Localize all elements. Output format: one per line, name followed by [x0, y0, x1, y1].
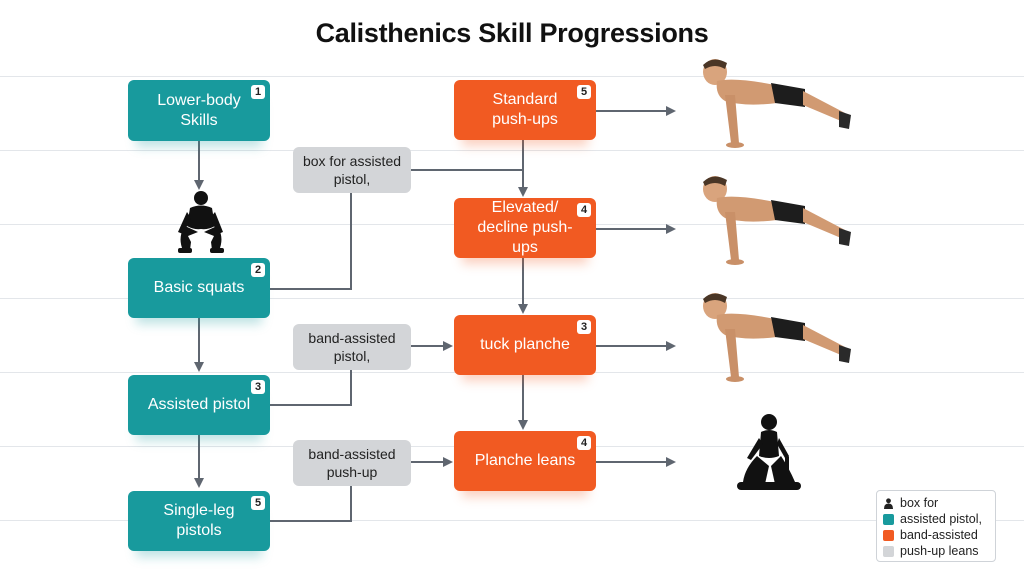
step-badge: 3 [251, 380, 265, 394]
legend-label: box for [900, 496, 939, 510]
squat-figure-icon [178, 191, 224, 253]
node-band-assisted-pistol[interactable]: band-assisted pistol, [293, 324, 411, 370]
node-band-assisted-push-up[interactable]: band-assisted push-up [293, 440, 411, 486]
node-box-assisted-pistol[interactable]: box for assisted pistol, [293, 147, 411, 193]
step-badge: 4 [577, 436, 591, 450]
legend-item: box for [883, 495, 989, 511]
push-up-figure-icon [703, 176, 851, 265]
node-label: Basic squats [153, 279, 245, 296]
node-label: box for assisted pistol, [302, 153, 402, 187]
step-badge: 5 [251, 496, 265, 510]
node-basic-squats[interactable]: Basic squats 2 [128, 258, 270, 318]
legend-swatch [883, 513, 894, 525]
legend: box for assisted pistol, band-assisted p… [876, 490, 996, 562]
node-label: Planche leans [474, 452, 576, 469]
gridline [0, 150, 1024, 151]
step-badge: 1 [251, 85, 265, 99]
push-up-figure-icon [703, 59, 851, 148]
gridline [0, 520, 1024, 521]
legend-item: band-assisted [883, 527, 989, 543]
node-planche-leans[interactable]: Planche leans 4 [454, 431, 596, 491]
step-badge: 4 [577, 203, 591, 217]
legend-swatch [883, 545, 894, 557]
node-label: Standard push-ups [492, 91, 558, 128]
legend-label: band-assisted [900, 528, 978, 542]
node-label: band-assisted pistol, [308, 330, 396, 364]
diagram-title: Calisthenics Skill Progressions [315, 18, 709, 48]
push-up-figure-icon [703, 293, 851, 382]
step-badge: 5 [577, 85, 591, 99]
node-label: tuck planche [480, 336, 570, 353]
node-label: Lower-body Skills [157, 91, 241, 129]
legend-label: assisted pistol, [900, 512, 982, 526]
legend-label: push-up leans [900, 544, 979, 558]
node-tuck-planche[interactable]: tuck planche 3 [454, 315, 596, 375]
gridline [0, 76, 1024, 77]
link-single-leg-band [270, 486, 352, 522]
kneeling-figure-icon [737, 414, 801, 490]
node-label: Assisted pistol [147, 396, 251, 413]
node-assisted-pistol[interactable]: Assisted pistol 3 [128, 375, 270, 435]
step-badge: 3 [577, 320, 591, 334]
gridline [0, 298, 1024, 299]
node-label: Single-leg pistols [163, 502, 235, 539]
link-assisted-pistol-band [270, 370, 352, 406]
legend-swatch [883, 529, 894, 541]
node-lower-body-skills[interactable]: Lower-body Skills 1 [128, 80, 270, 141]
link-basic-squats-box [270, 193, 352, 290]
node-label: band-assisted push-up [308, 446, 396, 480]
node-label: Elevated/ decline push-ups [477, 199, 573, 256]
node-elevated-decline-push-ups[interactable]: Elevated/ decline push-ups 4 [454, 198, 596, 258]
node-standard-push-ups[interactable]: Standard push-ups 5 [454, 80, 596, 140]
legend-item: assisted pistol, [883, 511, 989, 527]
step-badge: 2 [251, 263, 265, 277]
legend-item: push-up leans [883, 543, 989, 559]
node-single-leg-pistols[interactable]: Single-leg pistols 5 [128, 491, 270, 551]
person-icon [883, 497, 894, 509]
